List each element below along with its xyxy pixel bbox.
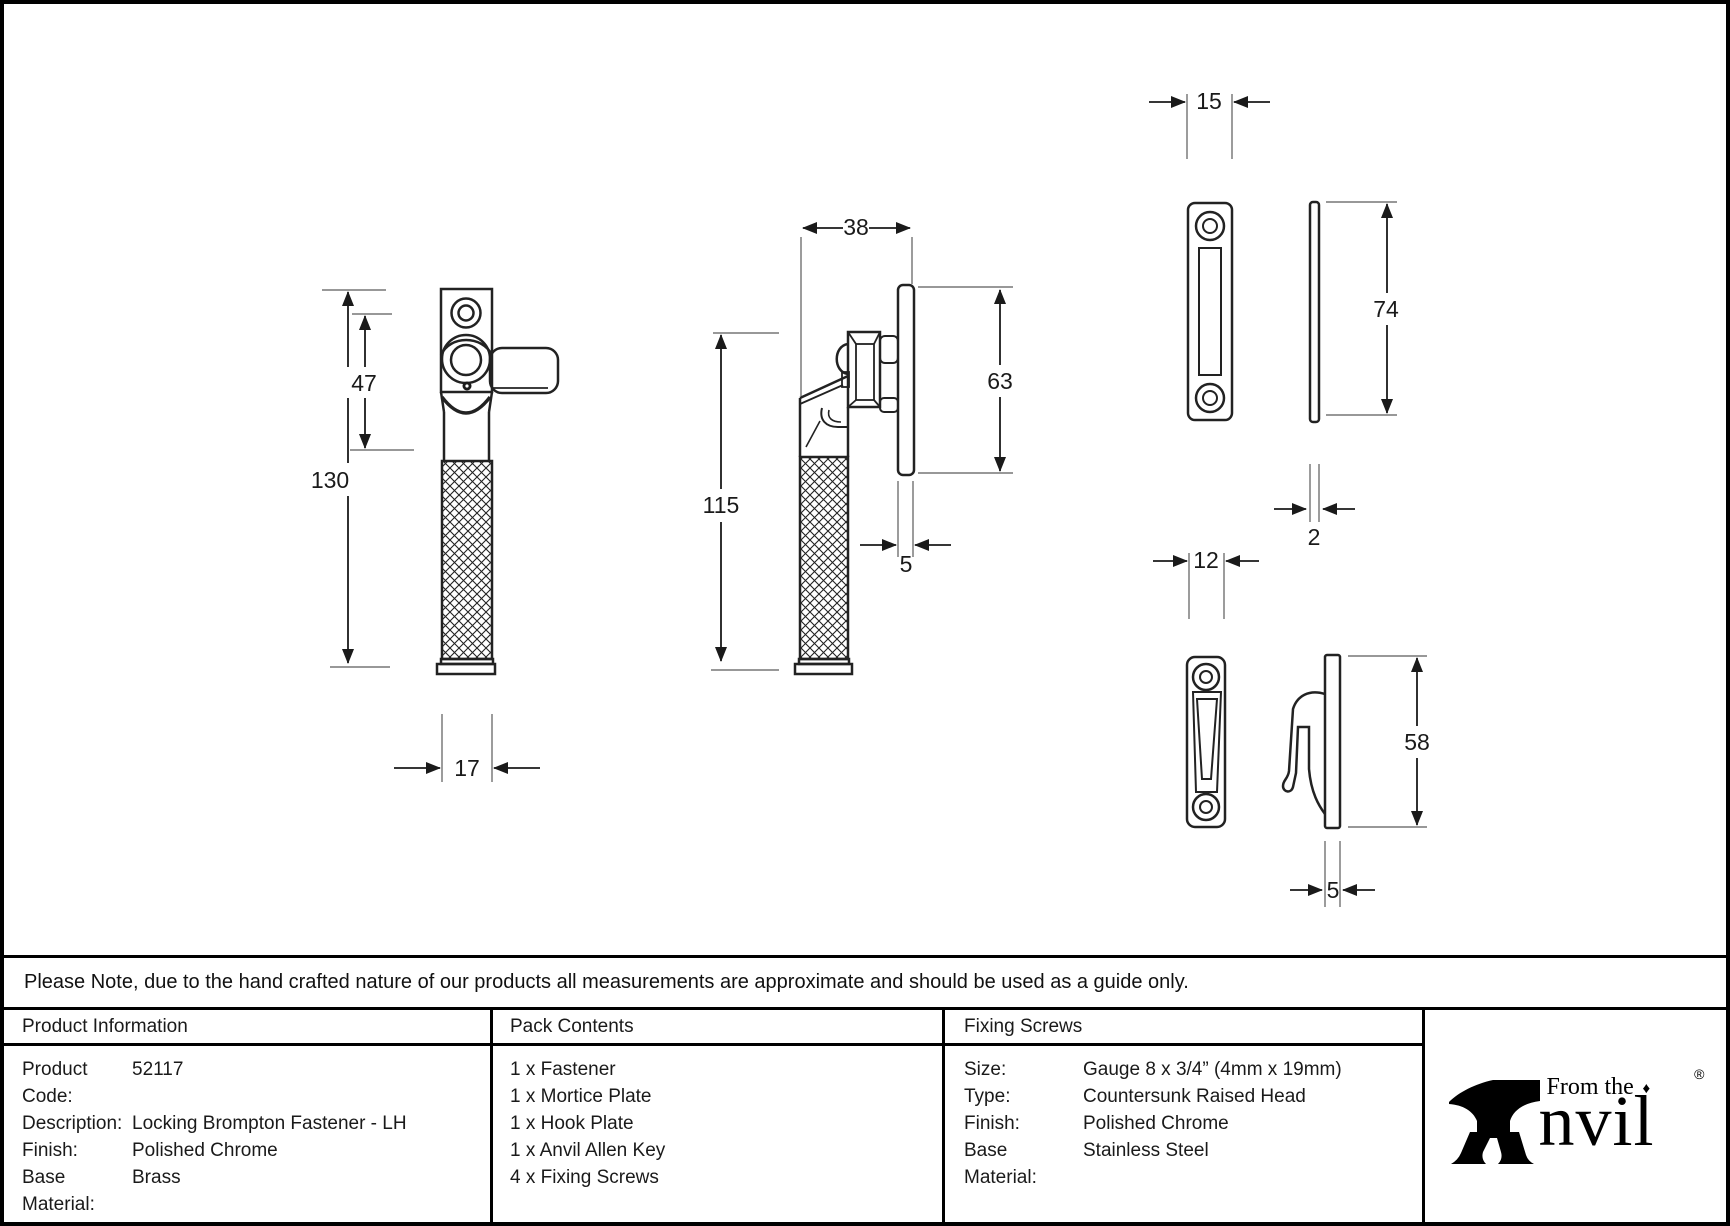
hook-plate-side-view: 58 5 — [1281, 653, 1438, 907]
list-item: 4 x Fixing Screws — [510, 1167, 659, 1188]
registered-trademark-icon: ® — [1694, 1066, 1705, 1082]
knurled-grip — [440, 459, 494, 661]
mortice-plate — [1186, 201, 1234, 422]
list-item: 1 x Fastener — [510, 1059, 616, 1080]
table-row: Finish: Polished Chrome — [964, 1113, 1229, 1134]
table-row: Finish: Polished Chrome — [22, 1140, 278, 1161]
hook-plate — [1185, 655, 1227, 829]
knurled-grip-side — [798, 455, 850, 661]
product-information-cell: Product Code: 52117 Description: Locking… — [4, 1046, 493, 1222]
extension-lines — [322, 289, 493, 782]
list-item: 1 x Hook Plate — [510, 1113, 634, 1134]
fastener-front-view: 130 47 17 — [308, 287, 560, 782]
housing-top-bracket — [879, 335, 899, 364]
extension-lines — [1188, 553, 1225, 619]
lock-cylinder-inner — [449, 343, 483, 377]
extension-lines — [1324, 655, 1427, 907]
dim-mortice-plate-height: 74 — [1373, 296, 1399, 322]
dim-side-plate-thickness: 5 — [900, 551, 913, 577]
hook-slot-inner — [1195, 698, 1219, 780]
fixing-screws-cell: Size: Gauge 8 x 3/4” (4mm x 19mm) Type: … — [945, 1046, 1425, 1222]
header-fixing-screws: Fixing Screws — [945, 1010, 1425, 1046]
anvil-icon — [1448, 1080, 1540, 1164]
hook-plate-edge — [1323, 653, 1342, 830]
brand-logo-cell: From the ♦ nvil ® — [1425, 1010, 1726, 1222]
mortice-plate-front-view: 15 — [1149, 88, 1270, 422]
dim-hook-plate-height: 58 — [1404, 729, 1430, 755]
screw-hole — [1194, 382, 1226, 414]
housing-bottom-bracket — [879, 397, 899, 413]
table-row: Description: Locking Brompton Fastener -… — [22, 1113, 407, 1134]
pack-contents-cell: 1 x Fastener 1 x Mortice Plate 1 x Hook … — [493, 1046, 945, 1222]
fastener-side-view: 38 115 63 5 — [697, 214, 1021, 676]
keyhole-inner — [457, 304, 475, 322]
list-item: 1 x Mortice Plate — [510, 1086, 652, 1107]
header-pack-contents: Pack Contents — [493, 1010, 945, 1046]
dim-fastener-upper-section: 47 — [351, 370, 377, 396]
mortice-slot — [1198, 247, 1222, 376]
dim-fastener-height: 130 — [311, 467, 349, 493]
backplate-side — [896, 283, 916, 477]
list-item: 1 x Anvil Allen Key — [510, 1140, 666, 1161]
claw-hook — [820, 407, 848, 428]
measurement-note-text: Please Note, due to the hand crafted nat… — [24, 971, 1189, 993]
grip-end-cap — [435, 662, 497, 676]
cam-arc — [440, 395, 492, 415]
lever-tab — [488, 346, 560, 395]
dim-hook-plate-width: 12 — [1193, 547, 1219, 573]
table-row: Product Code: 52117 — [22, 1059, 184, 1107]
mortice-plate-edge — [1308, 200, 1321, 424]
extension-lines — [711, 237, 1013, 671]
dim-hook-plate-thickness: 5 — [1327, 877, 1340, 903]
dim-side-plate-height: 63 — [987, 368, 1013, 394]
from-the-anvil-logo: From the ♦ nvil ® — [1447, 1066, 1705, 1166]
table-row: Base Material: Stainless Steel — [964, 1140, 1209, 1188]
grip-end-cap-side — [793, 662, 854, 676]
header-product-information: Product Information — [4, 1010, 493, 1046]
logo-brand-text: nvil — [1538, 1081, 1655, 1161]
logo-tagline: From the — [1546, 1074, 1634, 1100]
dim-side-depth: 38 — [843, 214, 869, 240]
diamond-icon: ♦ — [1642, 1080, 1651, 1097]
keyhole-outer — [450, 297, 482, 329]
dim-fastener-width: 17 — [454, 755, 480, 781]
measurement-note-bar: Please Note, due to the hand crafted nat… — [4, 955, 1726, 1007]
mortice-plate-side-view: 74 2 — [1274, 200, 1407, 550]
screw-hole — [1191, 792, 1221, 822]
extension-lines — [1309, 201, 1397, 522]
hook-profile — [1281, 691, 1327, 815]
hook-slot-outer — [1191, 691, 1223, 793]
dim-side-height: 115 — [703, 492, 740, 518]
table-row: Type: Countersunk Raised Head — [964, 1086, 1306, 1107]
extension-lines — [1186, 94, 1233, 159]
dim-mortice-plate-width: 15 — [1196, 88, 1222, 114]
hook-plate-front-view: 12 — [1153, 547, 1259, 829]
lock-housing — [846, 330, 882, 409]
pivot-knuckle — [835, 342, 849, 376]
screw-hole — [1191, 662, 1221, 692]
fastener-body — [439, 287, 494, 394]
table-row: Size: Gauge 8 x 3/4” (4mm x 19mm) — [964, 1059, 1342, 1080]
product-spec-table: Product Information Pack Contents Fixing… — [4, 1007, 1726, 1222]
table-row: Base Material: Brass — [22, 1167, 181, 1215]
technical-drawing: 130 47 17 — [308, 88, 1438, 907]
screw-hole — [1194, 210, 1226, 242]
dim-mortice-plate-thickness: 2 — [1308, 524, 1321, 550]
